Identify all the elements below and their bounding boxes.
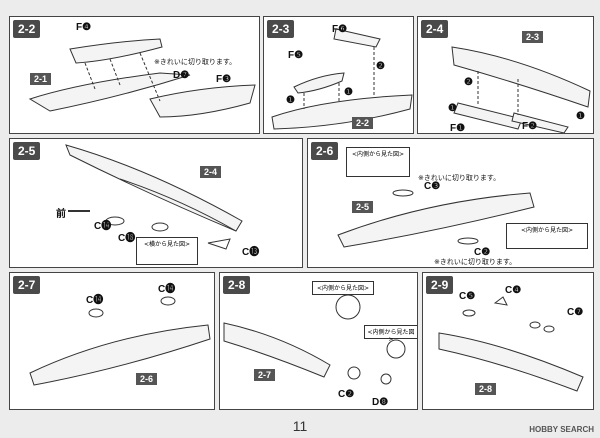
part-label: C❺ xyxy=(459,291,476,302)
part-label: D❼ xyxy=(173,70,190,81)
subassembly-label: 2-8 xyxy=(475,383,497,395)
part-label: F❶ xyxy=(450,123,466,134)
step-number: 2-9 xyxy=(426,276,454,294)
ship-parts-illustration xyxy=(65,144,243,250)
part-label: C⓲ xyxy=(118,233,136,244)
front-direction-label: 前 xyxy=(56,209,66,220)
part-label: C⓮ xyxy=(94,221,112,232)
subassembly-label: 2-1 xyxy=(30,73,52,85)
step-number: 2-8 xyxy=(223,276,251,294)
panel-2-7: 2-7 C⓮ C⓮ 2-6 xyxy=(9,272,215,410)
part-label: C❹ xyxy=(505,285,522,296)
part-label: C❷ xyxy=(338,389,355,400)
subassembly-label: 2-6 xyxy=(136,373,158,385)
inset-caption: <内側から見た図> xyxy=(316,285,370,292)
subassembly-label: 2-4 xyxy=(200,166,222,178)
ship-parts-illustration xyxy=(28,38,256,118)
part-label: F❸ xyxy=(216,74,232,85)
order-marker: ❷ xyxy=(464,77,473,88)
watermark: HOBBY SEARCH xyxy=(529,425,594,434)
panel-2-2: 2-2 F❹ ※きれいに切り取ります。 D❼ F❸ 2-1 xyxy=(9,16,260,134)
subassembly-label: 2-5 xyxy=(352,201,374,213)
inner-view-inset: <内側から見た図> xyxy=(312,281,374,295)
part-label: C❼ xyxy=(567,307,584,318)
ship-parts-illustration xyxy=(451,46,591,133)
part-label: F❻ xyxy=(332,24,348,35)
part-label: F❹ xyxy=(76,22,92,33)
inset-caption: <内側から見た図> xyxy=(367,329,415,343)
subassembly-label: 2-2 xyxy=(352,117,374,129)
order-marker: ❷ xyxy=(376,61,385,72)
part-label: C⓭ xyxy=(242,247,260,258)
step-number: 2-7 xyxy=(13,276,41,294)
side-view-inset: <横から見た図> xyxy=(136,237,198,265)
panel-2-6: 2-6 <内側から見た図> ※きれいに切り取ります。 C❸ 2-5 C❷ <内側… xyxy=(307,138,594,268)
cut-note: ※きれいに切り取ります。 xyxy=(418,174,501,182)
part-label: C❷ xyxy=(474,247,491,258)
step-number: 2-3 xyxy=(267,20,295,38)
order-marker: ❶ xyxy=(576,111,585,122)
order-marker: ❶ xyxy=(286,95,295,106)
ship-parts-illustration xyxy=(438,296,584,392)
inset-caption: <内側から見た図> xyxy=(520,227,574,234)
subassembly-label: 2-7 xyxy=(254,369,276,381)
step-number: 2-2 xyxy=(13,20,41,38)
panel-2-4: 2-4 2-3 F❶ F❷ ❷ ❶ ❶ xyxy=(417,16,594,134)
order-marker: ❶ xyxy=(344,87,353,98)
cut-note: ※きれいに切り取ります。 xyxy=(154,58,237,66)
ship-parts-illustration xyxy=(271,28,413,130)
inset-caption: <横から見た図> xyxy=(143,241,191,248)
part-label: C⓮ xyxy=(158,284,176,295)
part-label: F❺ xyxy=(288,50,304,61)
panel-2-9: 2-9 C❹ C❺ C❼ 2-8 xyxy=(422,272,594,410)
part-label: C⓮ xyxy=(86,295,104,306)
part-label: F❷ xyxy=(522,121,538,132)
step-number: 2-5 xyxy=(13,142,41,160)
part-label: C❸ xyxy=(424,181,441,192)
step-number: 2-6 xyxy=(311,142,339,160)
inner-view-inset: <内側から見た図> xyxy=(364,325,417,343)
ship-parts-illustration xyxy=(29,296,211,386)
panel-2-8: 2-8 <内側から見た図> <内側から見た図> 2-7 C❷ D❽ xyxy=(219,272,418,410)
inset-caption: <内側から見た図> xyxy=(351,151,405,158)
page-number: 11 xyxy=(292,418,308,434)
order-marker: ❶ xyxy=(448,103,457,114)
step-number: 2-4 xyxy=(421,20,449,38)
panel-2-3: 2-3 F❻ F❺ 2-2 ❶ ❷ ❶ xyxy=(263,16,414,134)
subassembly-label: 2-3 xyxy=(522,31,544,43)
cut-note: ※きれいに切り取ります。 xyxy=(434,258,517,266)
panel-2-5: 2-5 2-4 C⓮ C⓲ C⓭ 前 <横から見た図> xyxy=(9,138,303,268)
inner-view-inset: <内側から見た図> xyxy=(506,223,588,249)
ship-parts-illustration xyxy=(223,294,406,385)
inner-view-inset: <内側から見た図> xyxy=(346,147,410,177)
part-label: D❽ xyxy=(372,397,389,408)
